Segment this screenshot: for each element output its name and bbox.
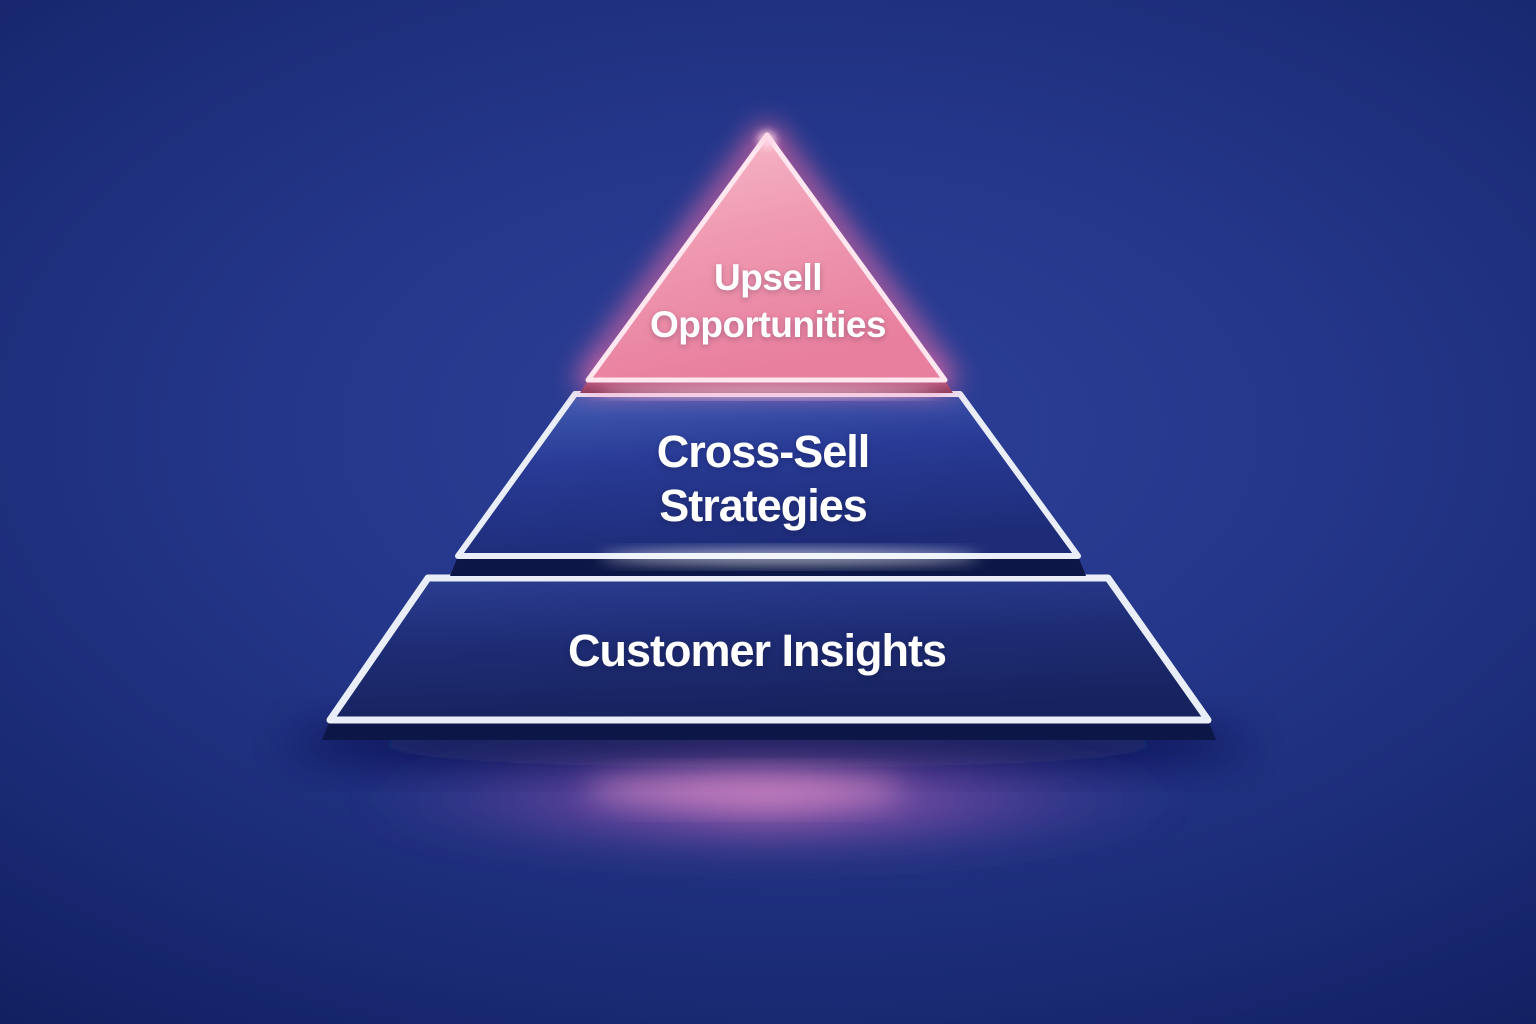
- tier2-label: Cross-Sell Strategies: [656, 425, 871, 533]
- tier2-label-line2: Strategies: [659, 480, 868, 531]
- tier3-face: [326, 574, 1212, 724]
- tier3-underside: [322, 720, 1216, 740]
- tier3-label: Customer Insights: [567, 625, 947, 676]
- tier3-label-line1: Customer Insights: [567, 625, 947, 676]
- tier1-base-flare: [598, 386, 938, 396]
- tier2-label-line1: Cross-Sell: [656, 426, 871, 477]
- tier1-label-line1: Upsell: [713, 257, 823, 298]
- tier1-label: Upsell Opportunities: [649, 254, 887, 348]
- tier1-label-line2: Opportunities: [649, 304, 887, 345]
- tier2-sheen: [600, 550, 980, 564]
- tier1-face: [585, 132, 948, 383]
- floor-reflection-core: [585, 774, 905, 806]
- tier1-apex-highlight: [758, 131, 776, 149]
